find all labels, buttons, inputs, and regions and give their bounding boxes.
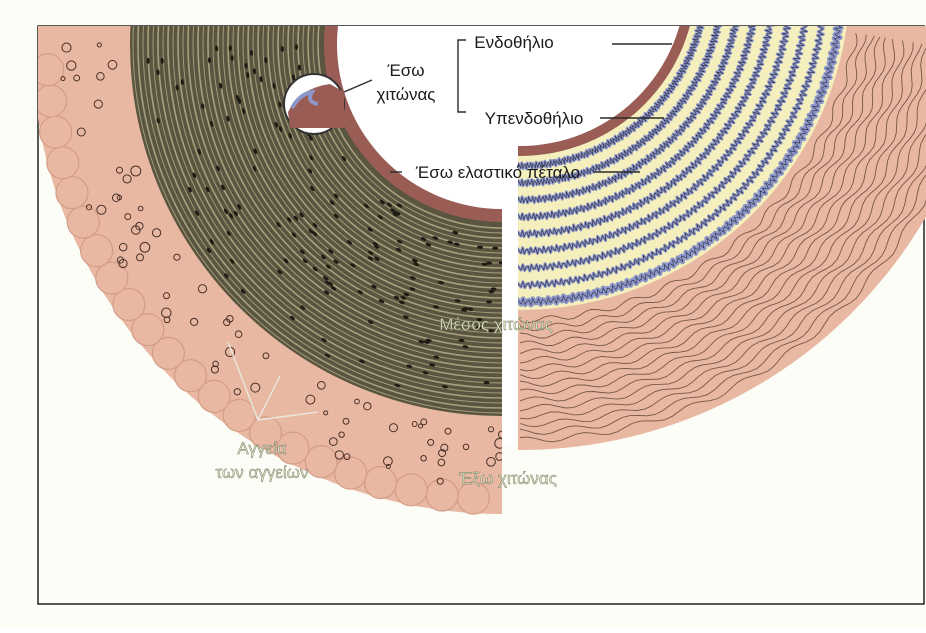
adventitia-lobule — [81, 235, 113, 267]
section-gap — [502, 26, 518, 446]
label-inner-tunic-line2: χιτώνας — [377, 85, 436, 104]
label-vasa-vasorum-line2: των αγγείων — [216, 463, 309, 482]
adventitia-lobule — [47, 147, 79, 179]
adventitia-lobule — [395, 474, 427, 506]
label-vasa-vasorum-line1: Αγγεία — [237, 439, 286, 458]
label-internal-elastic-lamina: Έσω ελαστικό πέταλο — [415, 163, 580, 182]
adventitia-lobule — [365, 467, 397, 499]
label-endothelium: Ενδοθήλιο — [474, 33, 553, 52]
adventitia-lobule — [35, 85, 67, 117]
label-tunica-media: Μέσος χιτώνας — [439, 315, 553, 334]
label-inner-tunic-line1: Έσω — [386, 61, 424, 80]
adventitia-lobule — [40, 116, 72, 148]
adventitia-lobule — [56, 177, 88, 209]
adventitia-lobule — [96, 262, 128, 294]
adventitia-lobule — [305, 446, 337, 478]
adventitia-lobule — [67, 206, 99, 238]
adventitia-lobule — [335, 457, 367, 489]
label-subendothelium: Υπενδοθήλιο — [485, 109, 584, 128]
label-tunica-externa: Έξω χιτώνας — [458, 469, 557, 488]
magnified-intima-inset — [284, 74, 344, 134]
